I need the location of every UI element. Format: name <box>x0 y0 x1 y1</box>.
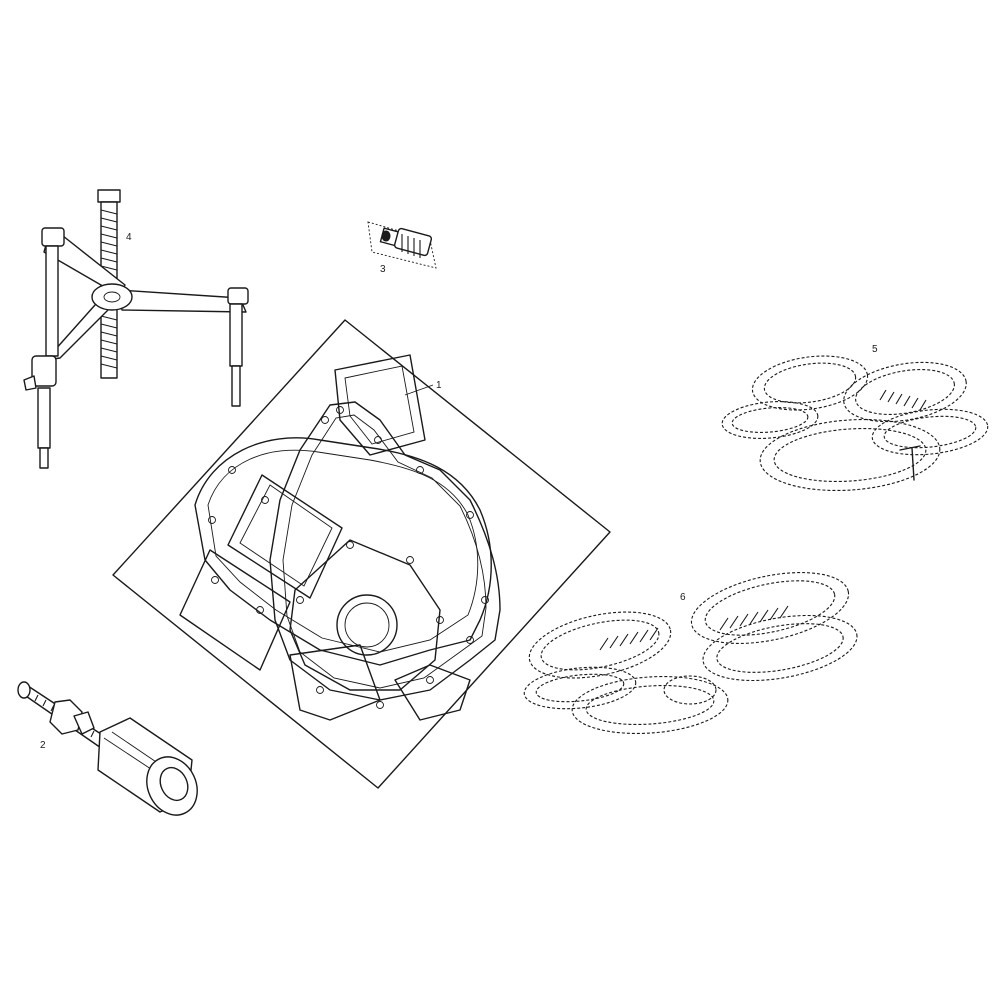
gasket-cylinder-base <box>289 539 441 691</box>
small-adapter-part: 3 <box>367 221 437 275</box>
gasket-set-part: 1 <box>112 319 611 789</box>
gasket-rectangular-plate <box>179 474 343 671</box>
callout-2: 2 <box>40 740 46 751</box>
callout-1: 1 <box>436 380 442 391</box>
puller-leg-left-bottom <box>23 355 57 469</box>
callout-4: 4 <box>126 232 132 243</box>
callout-5: 5 <box>872 344 878 355</box>
callout-3: 3 <box>380 264 386 275</box>
gasket-head <box>334 354 426 456</box>
gasket-crankcase <box>194 437 492 666</box>
three-leg-puller-part: 4 <box>23 189 249 469</box>
puller-leg-left-top <box>41 227 65 357</box>
bearing-puller-part: 2 <box>17 681 198 816</box>
gasket-cover-outer <box>269 401 501 701</box>
oring-set-upper-part: 5 <box>721 344 989 492</box>
gasket-frame <box>112 319 611 789</box>
puller-arms <box>43 231 247 361</box>
gasket-small-plate <box>289 644 471 721</box>
gasket-bolt-holes <box>208 406 489 709</box>
oring-set-lower-part: 6 <box>523 572 858 735</box>
puller-leg-right <box>227 287 249 407</box>
callout-6: 6 <box>680 592 686 603</box>
